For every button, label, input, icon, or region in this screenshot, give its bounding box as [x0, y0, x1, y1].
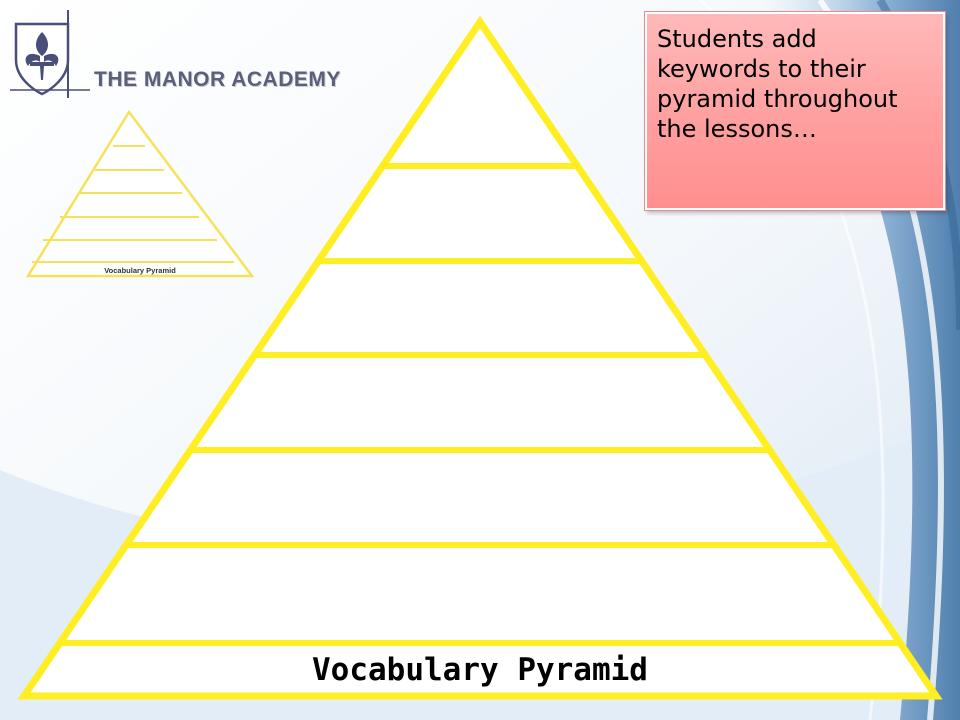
- fleur-de-lis-shield-icon: [10, 10, 90, 98]
- school-logo: THE MANOR ACADEMY: [10, 10, 360, 100]
- school-name: THE MANOR ACADEMY: [94, 68, 341, 91]
- pyramid-title: Vocabulary Pyramid: [312, 652, 648, 688]
- instruction-callout: Students add keywords to their pyramid t…: [645, 12, 945, 210]
- thumbnail-pyramid: Vocabulary Pyramid: [25, 110, 255, 278]
- thumbnail-title: Vocabulary Pyramid: [104, 266, 176, 275]
